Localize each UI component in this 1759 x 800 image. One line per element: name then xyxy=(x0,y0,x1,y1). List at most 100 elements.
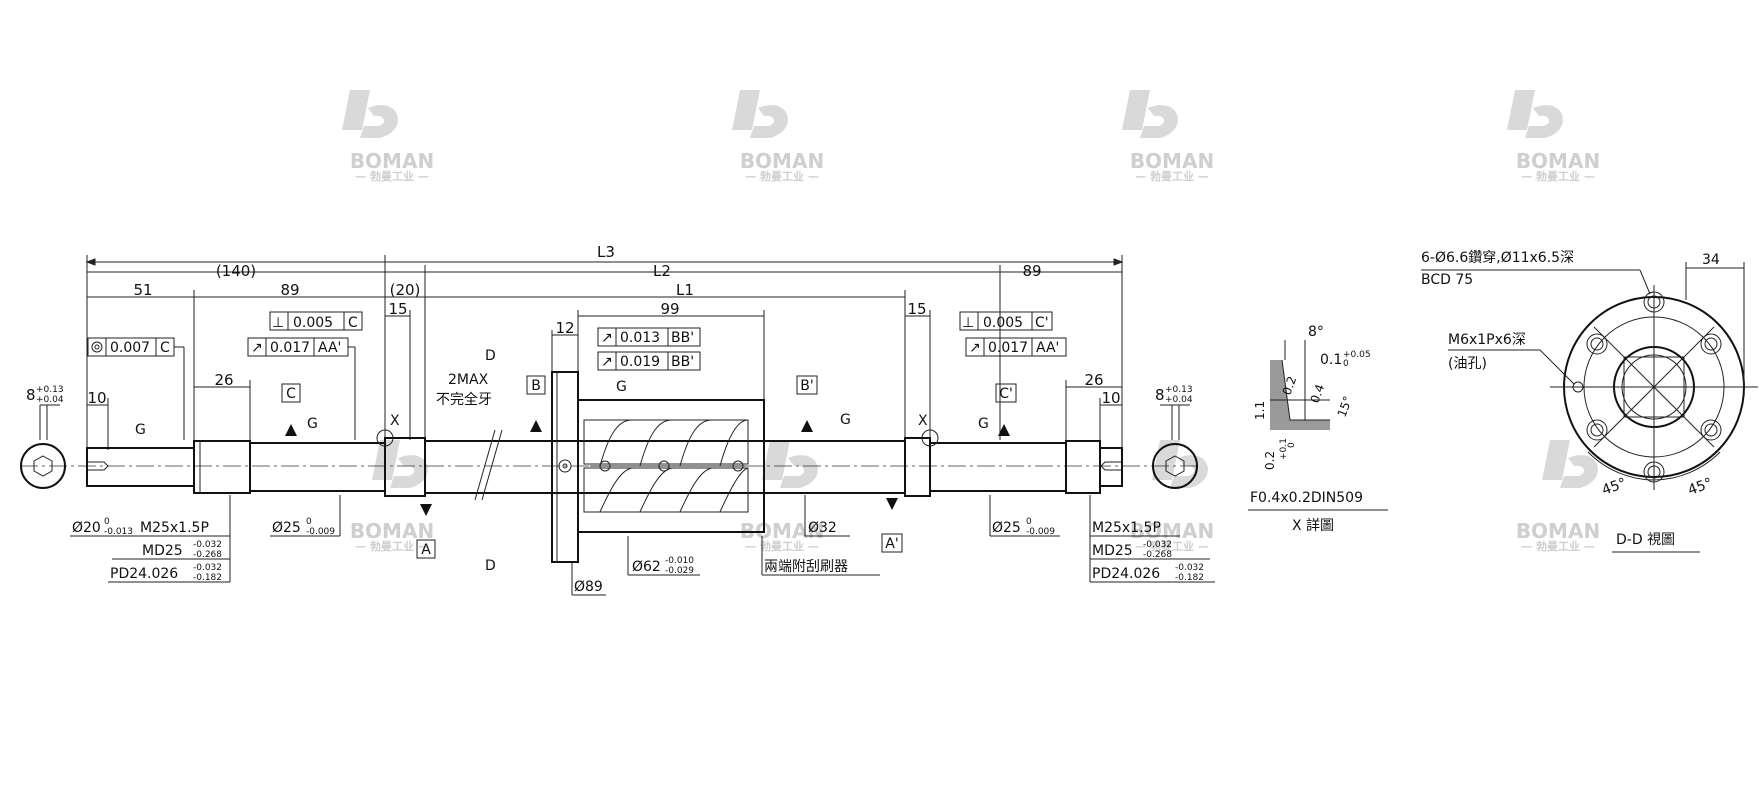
svg-text:D: D xyxy=(485,348,496,364)
svg-text:(油孔): (油孔) xyxy=(1448,356,1487,372)
svg-text:— 勃曼工业 —: — 勃曼工业 — xyxy=(745,539,819,553)
svg-text:-0.032: -0.032 xyxy=(1143,540,1172,550)
svg-text:⊥: ⊥ xyxy=(962,315,974,331)
svg-text:M25x1.5P: M25x1.5P xyxy=(1092,520,1161,536)
svg-text:F0.4x0.2DIN509: F0.4x0.2DIN509 xyxy=(1250,490,1363,506)
svg-text:A': A' xyxy=(885,536,898,552)
svg-text:-0.029: -0.029 xyxy=(665,566,694,576)
svg-text:AA': AA' xyxy=(318,340,341,356)
svg-text:↗: ↗ xyxy=(969,340,981,356)
ballnut xyxy=(551,371,765,563)
screw-shaft xyxy=(20,429,1200,501)
svg-text:B: B xyxy=(531,378,541,394)
svg-text:↗: ↗ xyxy=(251,340,263,356)
svg-text:45°: 45° xyxy=(1686,475,1715,499)
svg-text:— 勃曼工业 —: — 勃曼工业 — xyxy=(1135,169,1209,183)
svg-text:BOMAN: BOMAN xyxy=(350,519,434,543)
svg-text:X 詳圖: X 詳圖 xyxy=(1292,518,1334,534)
svg-text:89: 89 xyxy=(280,281,299,299)
svg-text:99: 99 xyxy=(660,300,679,318)
svg-text:+0.04: +0.04 xyxy=(36,395,64,405)
svg-text:BB': BB' xyxy=(671,354,694,370)
svg-text:B': B' xyxy=(800,378,813,394)
svg-text:8°: 8° xyxy=(1308,324,1324,340)
svg-text:0: 0 xyxy=(1026,517,1032,527)
svg-text:+0.13: +0.13 xyxy=(1165,385,1193,395)
svg-text:0: 0 xyxy=(306,517,312,527)
svg-text:0.013: 0.013 xyxy=(620,330,660,346)
svg-text:— 勃曼工业 —: — 勃曼工业 — xyxy=(355,539,429,553)
svg-text:0: 0 xyxy=(1287,442,1297,448)
svg-text:0.005: 0.005 xyxy=(983,315,1023,331)
svg-text:BOMAN: BOMAN xyxy=(1516,519,1600,543)
svg-text:26: 26 xyxy=(214,371,233,389)
svg-text:BOMAN: BOMAN xyxy=(350,149,434,173)
svg-text:0: 0 xyxy=(104,517,110,527)
svg-text:C': C' xyxy=(1035,315,1049,331)
svg-text:G: G xyxy=(978,416,989,432)
svg-text:D-D 視圖: D-D 視圖 xyxy=(1616,532,1675,548)
svg-text:L1: L1 xyxy=(676,281,694,299)
svg-text:BB': BB' xyxy=(671,330,694,346)
svg-text:X: X xyxy=(390,413,400,429)
svg-text:0.017: 0.017 xyxy=(270,340,310,356)
svg-text:0: 0 xyxy=(1343,359,1349,369)
svg-text:0.4: 0.4 xyxy=(1308,382,1328,405)
dimension-lines xyxy=(40,255,1190,455)
svg-text:PD24.026: PD24.026 xyxy=(1092,566,1160,582)
svg-text:BOMAN: BOMAN xyxy=(1130,149,1214,173)
svg-text:⊥: ⊥ xyxy=(272,315,284,331)
svg-text:51: 51 xyxy=(133,281,152,299)
svg-text:G: G xyxy=(307,416,318,432)
svg-text:BCD 75: BCD 75 xyxy=(1421,272,1473,288)
svg-text:Ø89: Ø89 xyxy=(574,579,603,595)
watermark-text: BOMAN — 勃曼工业 — BOMAN — 勃曼工业 — BOMAN — 勃曼… xyxy=(350,149,1600,553)
svg-text:12: 12 xyxy=(555,319,574,337)
svg-text:(20): (20) xyxy=(390,281,421,299)
svg-text:8: 8 xyxy=(26,386,36,404)
svg-text:L3: L3 xyxy=(597,243,615,261)
svg-text:10: 10 xyxy=(87,389,106,407)
svg-text:-0.010: -0.010 xyxy=(665,556,694,566)
svg-text:0.2: 0.2 xyxy=(1280,374,1300,397)
svg-text:X: X xyxy=(918,413,928,429)
svg-text:(140): (140) xyxy=(216,262,256,280)
svg-text:L2: L2 xyxy=(653,262,671,280)
svg-text:— 勃曼工业 —: — 勃曼工业 — xyxy=(1521,539,1595,553)
svg-text:34: 34 xyxy=(1702,252,1720,268)
svg-text:— 勃曼工业 —: — 勃曼工业 — xyxy=(355,169,429,183)
svg-text:BOMAN: BOMAN xyxy=(740,149,824,173)
end-view-left xyxy=(20,405,66,489)
gdt-frames: 0.007 C ⊥ 0.005 C ↗ 0.017 AA' ↗ 0.013 BB… xyxy=(87,311,1067,440)
svg-text:PD24.026: PD24.026 xyxy=(110,566,178,582)
svg-text:0.007: 0.007 xyxy=(110,340,150,356)
svg-text:BOMAN: BOMAN xyxy=(1516,149,1600,173)
svg-text:+0.13: +0.13 xyxy=(36,385,64,395)
svg-text:MD25: MD25 xyxy=(142,543,183,559)
svg-text:MD25: MD25 xyxy=(1092,543,1133,559)
svg-text:-0.013: -0.013 xyxy=(104,527,133,537)
svg-text:1.1: 1.1 xyxy=(1253,401,1267,420)
svg-text:-0.009: -0.009 xyxy=(1026,527,1055,537)
svg-text:0.1: 0.1 xyxy=(1320,352,1342,368)
svg-text:C': C' xyxy=(999,386,1013,402)
svg-text:0.017: 0.017 xyxy=(988,340,1028,356)
svg-text:M6x1Px6深: M6x1Px6深 xyxy=(1448,332,1526,348)
svg-text:↗: ↗ xyxy=(601,330,613,346)
svg-text:-0.009: -0.009 xyxy=(306,527,335,537)
svg-text:+0.1: +0.1 xyxy=(1279,438,1289,460)
svg-text:— 勃曼工业 —: — 勃曼工业 — xyxy=(745,169,819,183)
svg-text:D: D xyxy=(485,558,496,574)
svg-text:-0.182: -0.182 xyxy=(1175,573,1204,583)
svg-text:— 勃曼工业 —: — 勃曼工业 — xyxy=(1135,539,1209,553)
datum-labels: C C' B B' A A' G G G G G X X D D 2MAX 不完… xyxy=(135,348,1017,574)
svg-text:-0.032: -0.032 xyxy=(193,563,222,573)
svg-text:— 勃曼工业 —: — 勃曼工业 — xyxy=(1521,169,1595,183)
svg-text:+0.05: +0.05 xyxy=(1343,350,1371,360)
svg-text:8: 8 xyxy=(1155,386,1165,404)
lower-callouts: Ø20 0 -0.013 M25x1.5P MD25 -0.032 -0.268… xyxy=(70,495,1215,596)
svg-text:15: 15 xyxy=(388,300,407,318)
svg-text:Ø20: Ø20 xyxy=(72,520,101,536)
svg-text:-0.032: -0.032 xyxy=(1175,563,1204,573)
svg-text:45°: 45° xyxy=(1600,475,1629,499)
